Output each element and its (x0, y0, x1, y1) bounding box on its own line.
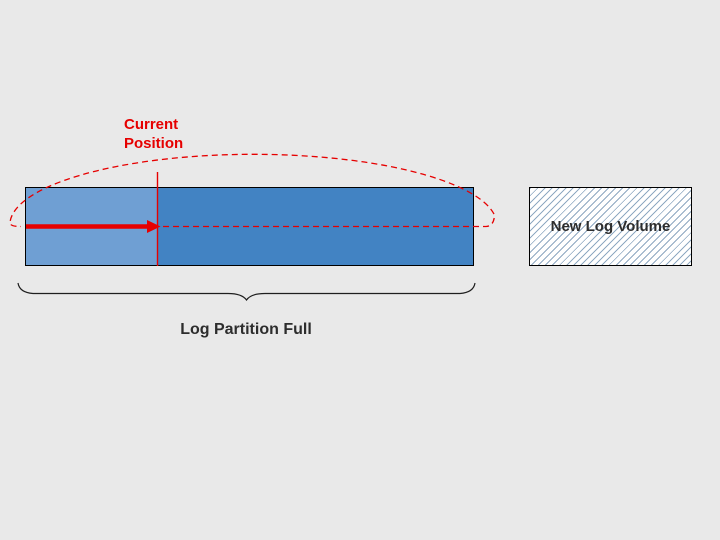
new-log-volume-box: New Log Volume (529, 187, 692, 266)
log-partition-full-label: Log Partition Full (180, 321, 312, 338)
current-position-label: Current Position (124, 116, 184, 152)
log-bar-written-segment (26, 188, 157, 265)
new-log-volume-label: New Log Volume (550, 218, 671, 235)
log-partition-bar (25, 187, 474, 266)
log-bar-remaining-segment (157, 188, 473, 265)
log-partition-brace (17, 282, 476, 302)
